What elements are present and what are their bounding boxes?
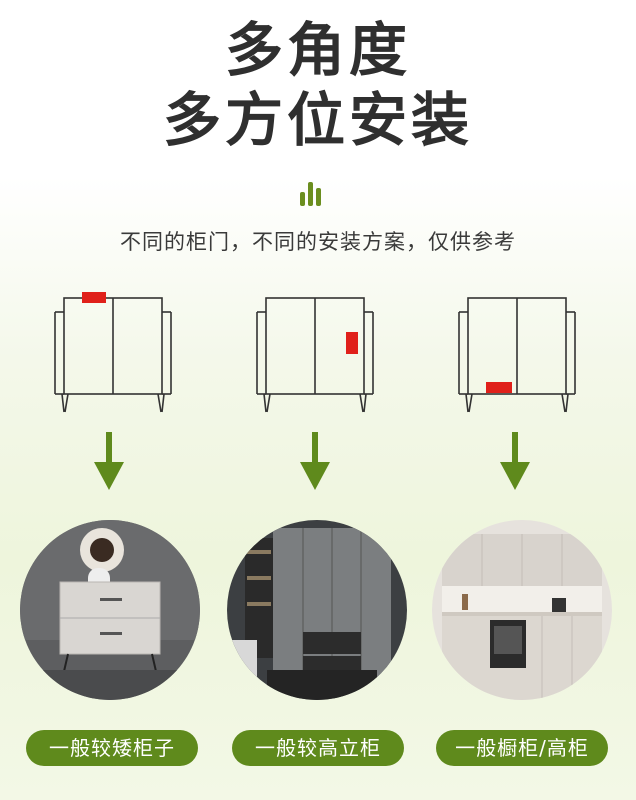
bar-chart-icon — [300, 180, 324, 206]
cabinet-diagram-bottom-mount — [458, 297, 576, 413]
cabinet-diagram-top-mount — [54, 292, 172, 413]
subtitle: 不同的柜门，不同的安装方案，仅供参考 — [120, 230, 516, 254]
headline-line1: 多角度 — [224, 16, 411, 84]
wardrobe-photo — [227, 520, 407, 700]
cabinet-diagram-side-mount — [256, 297, 374, 413]
mount-marker — [82, 292, 106, 303]
mount-marker — [346, 332, 358, 354]
arrow-down-icon — [94, 432, 124, 490]
label-low-cabinet: 一般较矮柜子 — [26, 730, 198, 766]
nightstand-photo — [20, 520, 200, 700]
headline-line2: 多方位安装 — [162, 86, 473, 154]
arrow-down-icon — [300, 432, 330, 490]
kitchen-cabinet-photo — [432, 520, 612, 700]
label-kitchen-cabinet: 一般橱柜/高柜 — [436, 730, 608, 766]
label-tall-cabinet: 一般较高立柜 — [232, 730, 404, 766]
arrow-down-icon — [500, 432, 530, 490]
mount-marker — [486, 382, 512, 393]
